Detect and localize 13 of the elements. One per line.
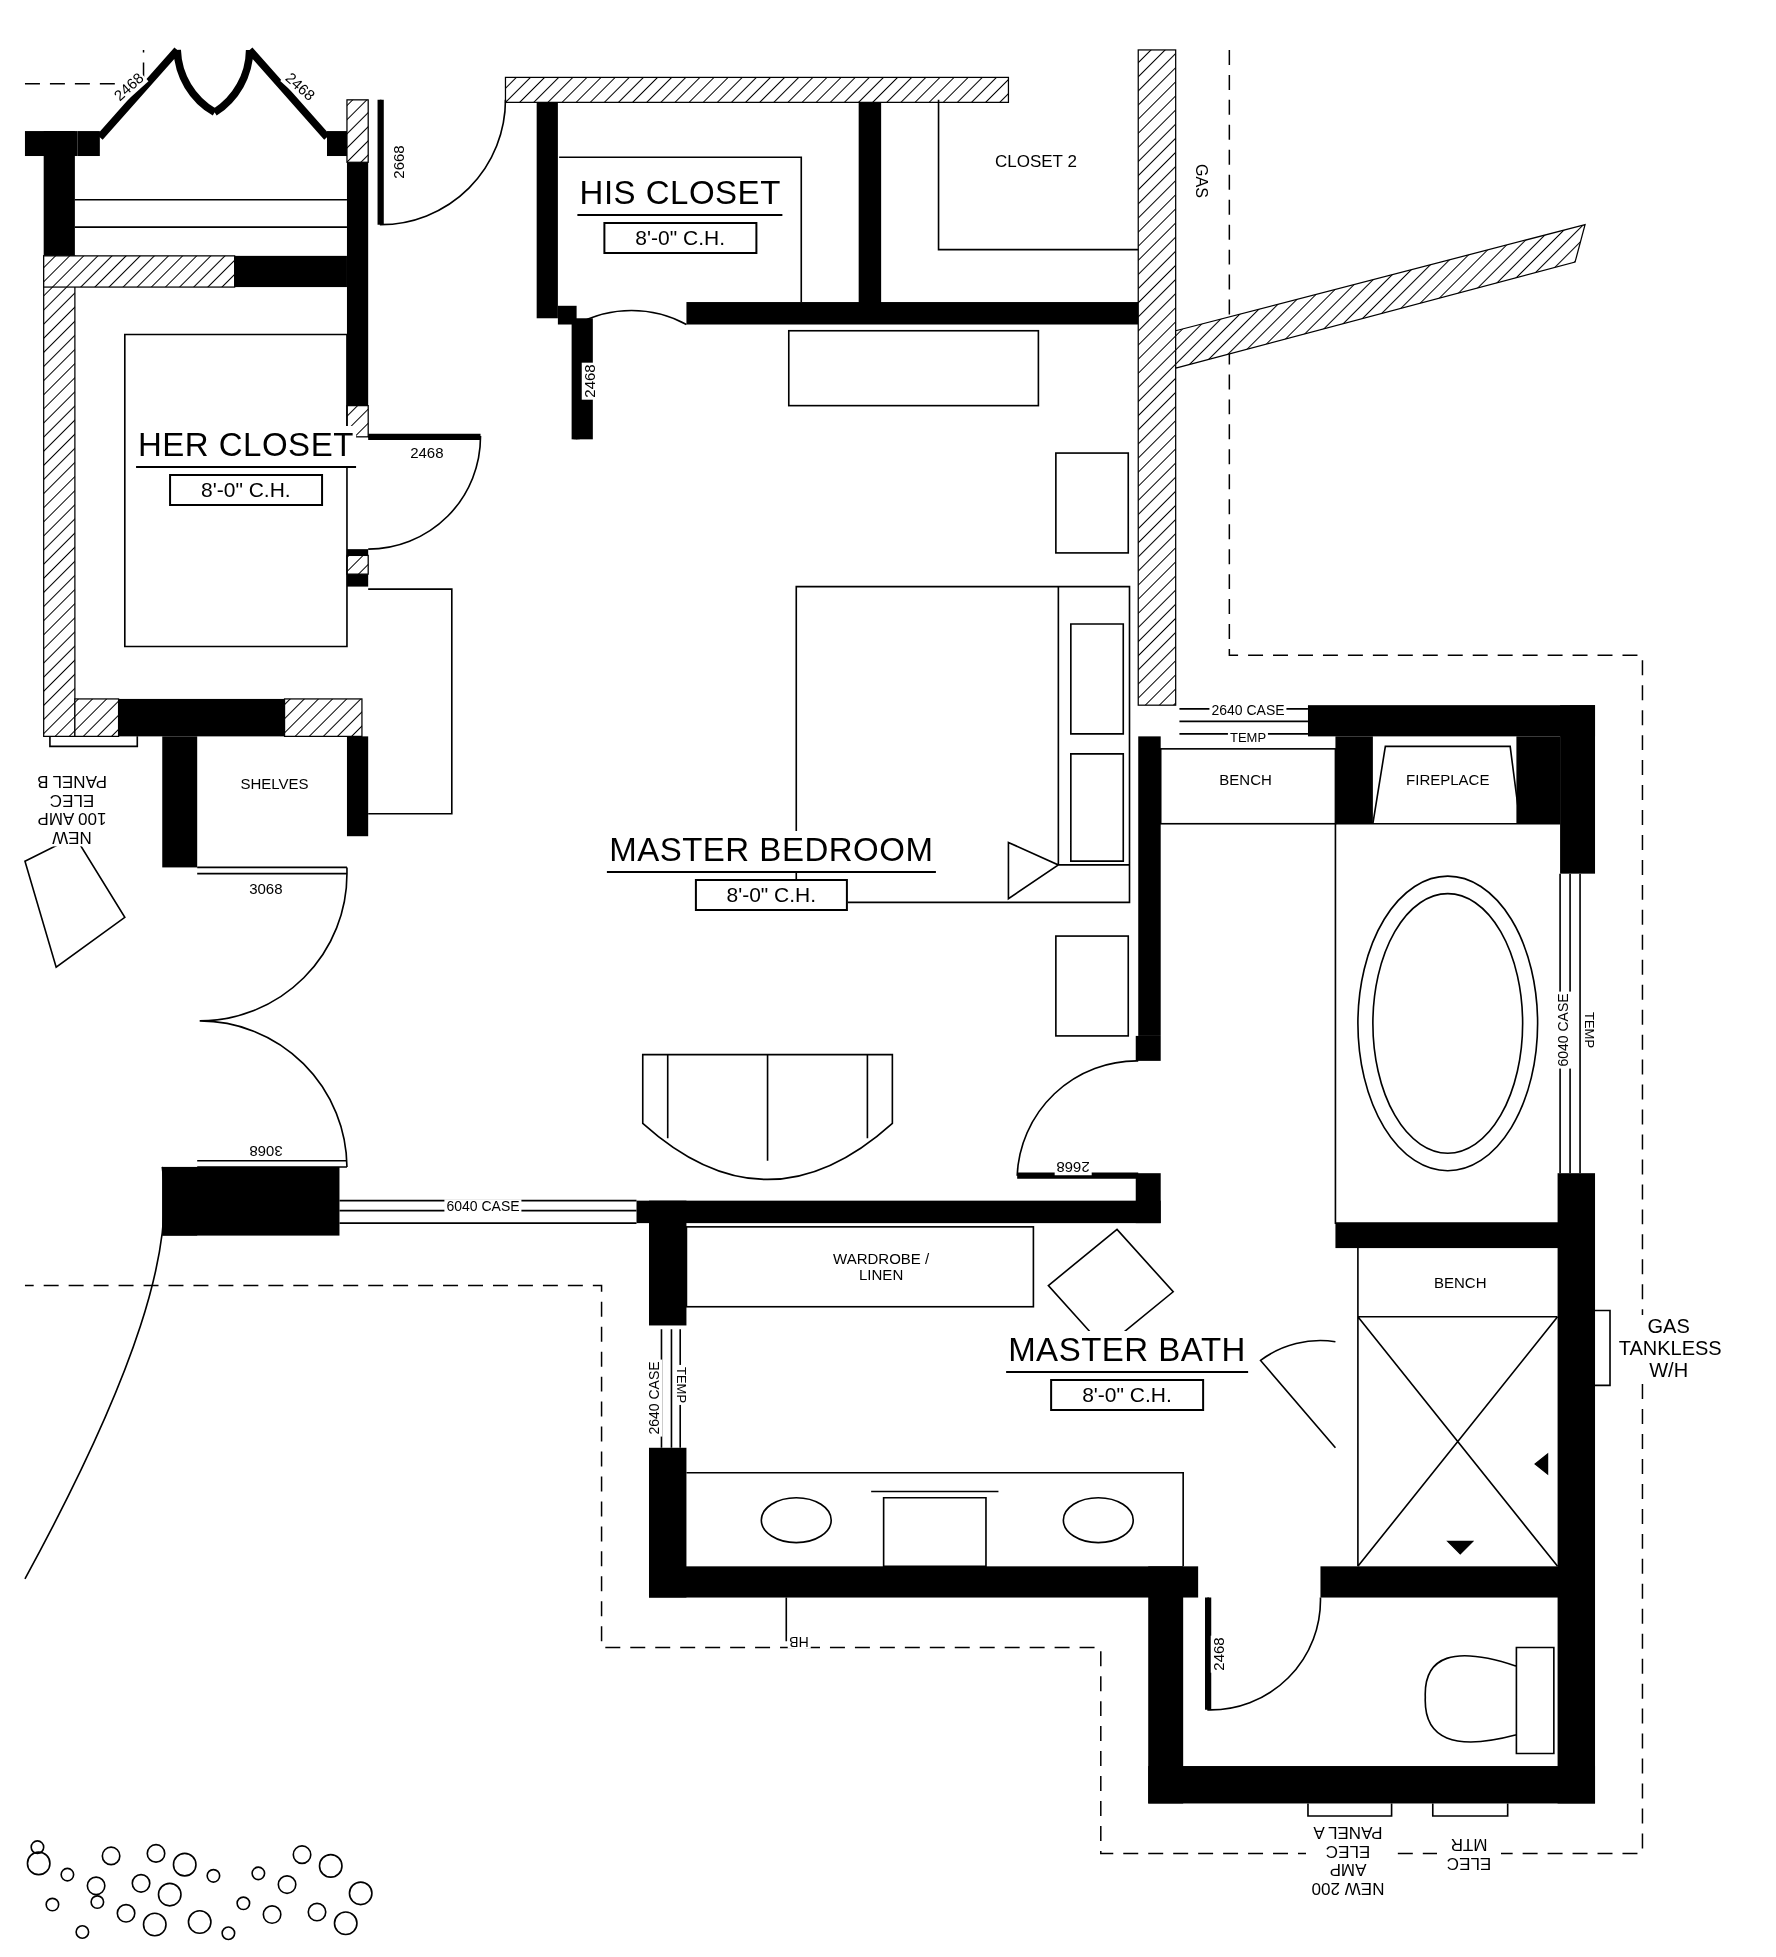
window-note: TEMP: [674, 1365, 689, 1406]
room-name: MASTER BATH: [1006, 1330, 1248, 1373]
ceiling-height-tag: 8'-0" C.H.: [1050, 1378, 1204, 1411]
ceiling-height-tag: 8'-0" C.H.: [169, 473, 323, 506]
window-size: 6040 CASE: [444, 1199, 522, 1215]
room-name: MASTER BEDROOM: [607, 831, 936, 874]
ceiling-height-tag: 8'-0" C.H.: [603, 221, 757, 254]
hose-bib-label: HB: [787, 1633, 811, 1649]
window-size: 2640 CASE: [647, 1359, 663, 1437]
room-name: HER CLOSET: [135, 425, 356, 468]
window-size: 6040 CASE: [1556, 991, 1572, 1069]
window-note: TEMP: [1228, 730, 1269, 745]
ceiling-height-tag: 8'-0" C.H.: [694, 879, 849, 912]
